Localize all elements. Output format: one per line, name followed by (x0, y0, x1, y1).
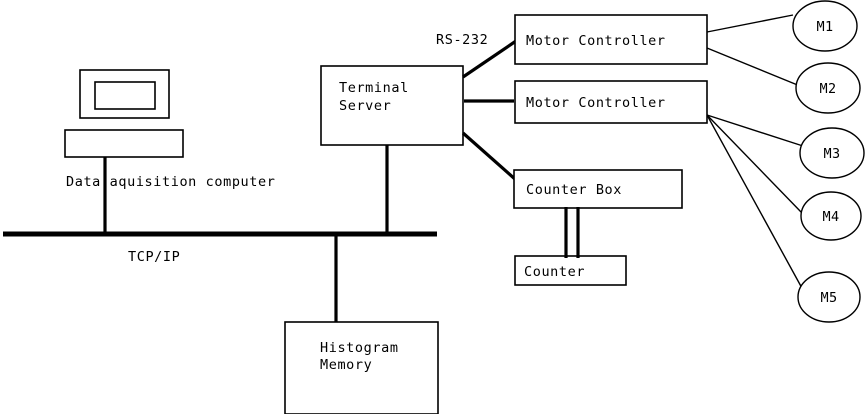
motor-m1-label: M1 (816, 19, 833, 35)
motor-link-m2 (706, 47, 801, 87)
counter-label: Counter (524, 264, 585, 280)
motor-controller-1-label: Motor Controller (526, 33, 666, 49)
monitor-screen (94, 81, 156, 110)
motor-m2-label: M2 (819, 81, 836, 97)
motor-m2-ellipse (795, 62, 861, 114)
motor-link-m3 (706, 114, 804, 147)
motor-m4-ellipse (800, 191, 862, 241)
motor-m3-ellipse (799, 127, 865, 179)
motor-m5-ellipse (797, 271, 861, 323)
counter-box-terminal (514, 255, 627, 286)
histogram-memory-label-line2: Memory (320, 357, 372, 373)
rs232-link-counter-box (461, 131, 518, 182)
rs232-link-motor-controller-1 (462, 39, 517, 79)
counter-box-label: Counter Box (526, 182, 622, 198)
terminal-server-label-line1: Terminal (339, 80, 409, 96)
motor-m1-ellipse (792, 0, 858, 52)
counter-box (513, 169, 683, 209)
terminal-server-box (320, 65, 464, 146)
motor-link-m4 (706, 114, 803, 214)
motor-controller-2-box (514, 80, 708, 124)
motor-m4-label: M4 (822, 209, 839, 225)
motor-m5-label: M5 (820, 290, 837, 306)
histogram-memory-label-line1: Histogram (320, 340, 399, 356)
motor-link-m1 (706, 14, 794, 33)
rs232-label: RS-232 (436, 32, 488, 48)
motor-m3-label: M3 (823, 146, 840, 162)
histogram-memory-box (284, 321, 439, 414)
motor-controller-2-label: Motor Controller (526, 95, 666, 111)
motor-link-m5 (706, 114, 804, 291)
tcpip-label: TCP/IP (128, 249, 180, 265)
terminal-server-label-line2: Server (339, 98, 391, 114)
computer-caption: Data aquisition computer (66, 174, 275, 190)
computer-base (64, 129, 184, 158)
motor-controller-1-box (514, 14, 708, 65)
